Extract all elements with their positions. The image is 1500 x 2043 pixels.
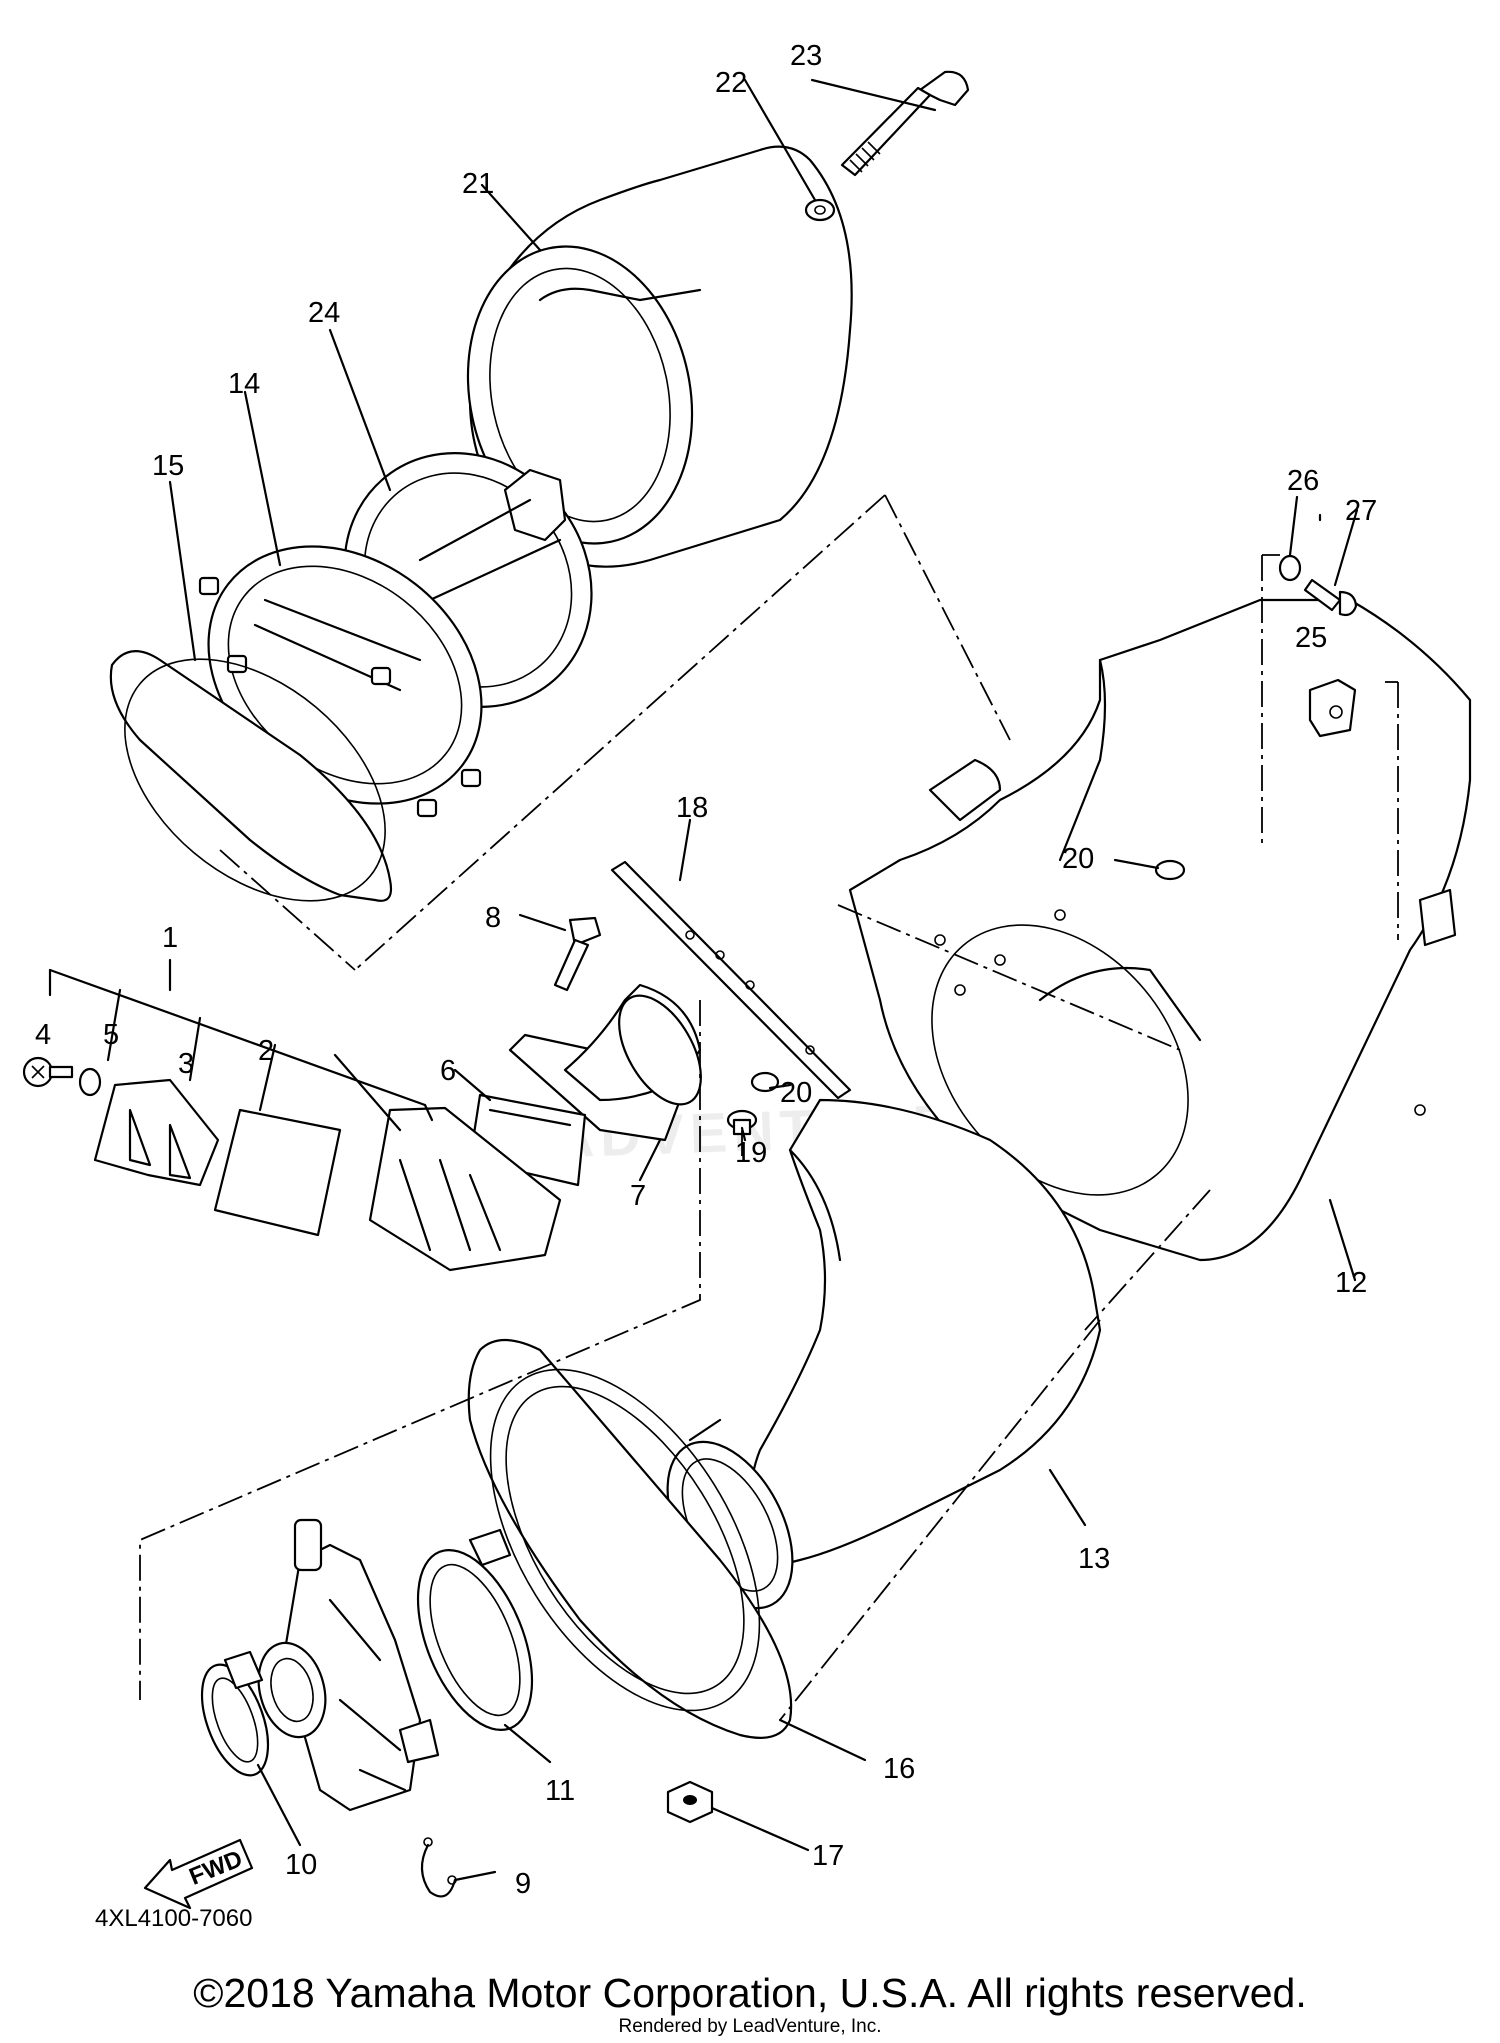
washer-5 [78, 1067, 102, 1097]
callout-8: 8 [485, 902, 501, 934]
reed-stopper-3 [93, 1078, 220, 1187]
duct-flange-16 [467, 1339, 793, 1739]
callout-4: 4 [35, 1019, 51, 1051]
washer-22 [804, 198, 836, 222]
bolt-23 [840, 70, 970, 177]
callout-11: 11 [545, 1775, 575, 1807]
callout-17: 17 [812, 1840, 844, 1872]
callout-6: 6 [440, 1055, 456, 1087]
intake-joint [508, 983, 702, 1142]
washer-20-lower [750, 1071, 780, 1093]
callout-16: 16 [883, 1753, 915, 1785]
callout-26: 26 [1287, 465, 1319, 497]
gasket-15 [109, 650, 393, 902]
callout-13: 13 [1078, 1543, 1110, 1575]
callout-12: 12 [1335, 1267, 1367, 1299]
exploded-parts-diagram: FWD [22, 40, 1472, 1932]
callout-2: 2 [258, 1035, 274, 1067]
callout-labels: 1 2 3 4 5 6 7 8 9 10 11 12 13 14 15 16 1… [35, 40, 1377, 1900]
callout-5: 5 [103, 1019, 119, 1051]
clip-9 [420, 1837, 457, 1898]
clamp-11 [416, 1528, 534, 1731]
callout-1: 1 [162, 922, 178, 954]
plate-18 [610, 860, 852, 1100]
leader-lines [168, 78, 1359, 1882]
air-filter-element [466, 145, 853, 568]
nut-17 [666, 1780, 714, 1824]
callout-23: 23 [790, 40, 822, 72]
assembly-bracket [48, 958, 434, 1132]
callout-10: 10 [285, 1849, 317, 1881]
bolt-8 [553, 916, 602, 992]
rendered-by-notice: Rendered by LeadVenture, Inc. [618, 2016, 882, 2037]
callout-24: 24 [308, 297, 340, 329]
callout-22: 22 [715, 67, 747, 99]
clip-25 [1308, 678, 1357, 738]
reed-petal-2 [213, 1108, 342, 1237]
reed-block [368, 1106, 562, 1272]
callout-3: 3 [178, 1048, 194, 1080]
washer-26 [1278, 554, 1302, 582]
callout-14: 14 [228, 368, 260, 400]
assembly-lines [139, 494, 1399, 1721]
callout-25: 25 [1295, 622, 1327, 654]
washer-20-upper [1154, 859, 1186, 881]
clamp-10 [200, 1650, 270, 1777]
fwd-arrow-icon: FWD [143, 1838, 254, 1910]
diagram-part-code: 4XL4100-7060 [95, 1905, 252, 1932]
callout-20-upper: 20 [1062, 843, 1094, 875]
intake-duct [666, 1098, 1102, 1610]
callout-9: 9 [515, 1868, 531, 1900]
screw-4 [22, 1056, 74, 1088]
callout-7: 7 [630, 1180, 646, 1212]
callout-20-lower: 20 [780, 1077, 812, 1109]
callout-21: 21 [462, 168, 494, 200]
bolt-27 [1303, 578, 1358, 617]
callout-27: 27 [1345, 495, 1377, 527]
carburetor [257, 1518, 440, 1812]
copyright-notice: ©2018 Yamaha Motor Corporation, U.S.A. A… [193, 1970, 1307, 2016]
callout-18: 18 [676, 792, 708, 824]
callout-19: 19 [735, 1137, 767, 1169]
callout-15: 15 [152, 450, 184, 482]
